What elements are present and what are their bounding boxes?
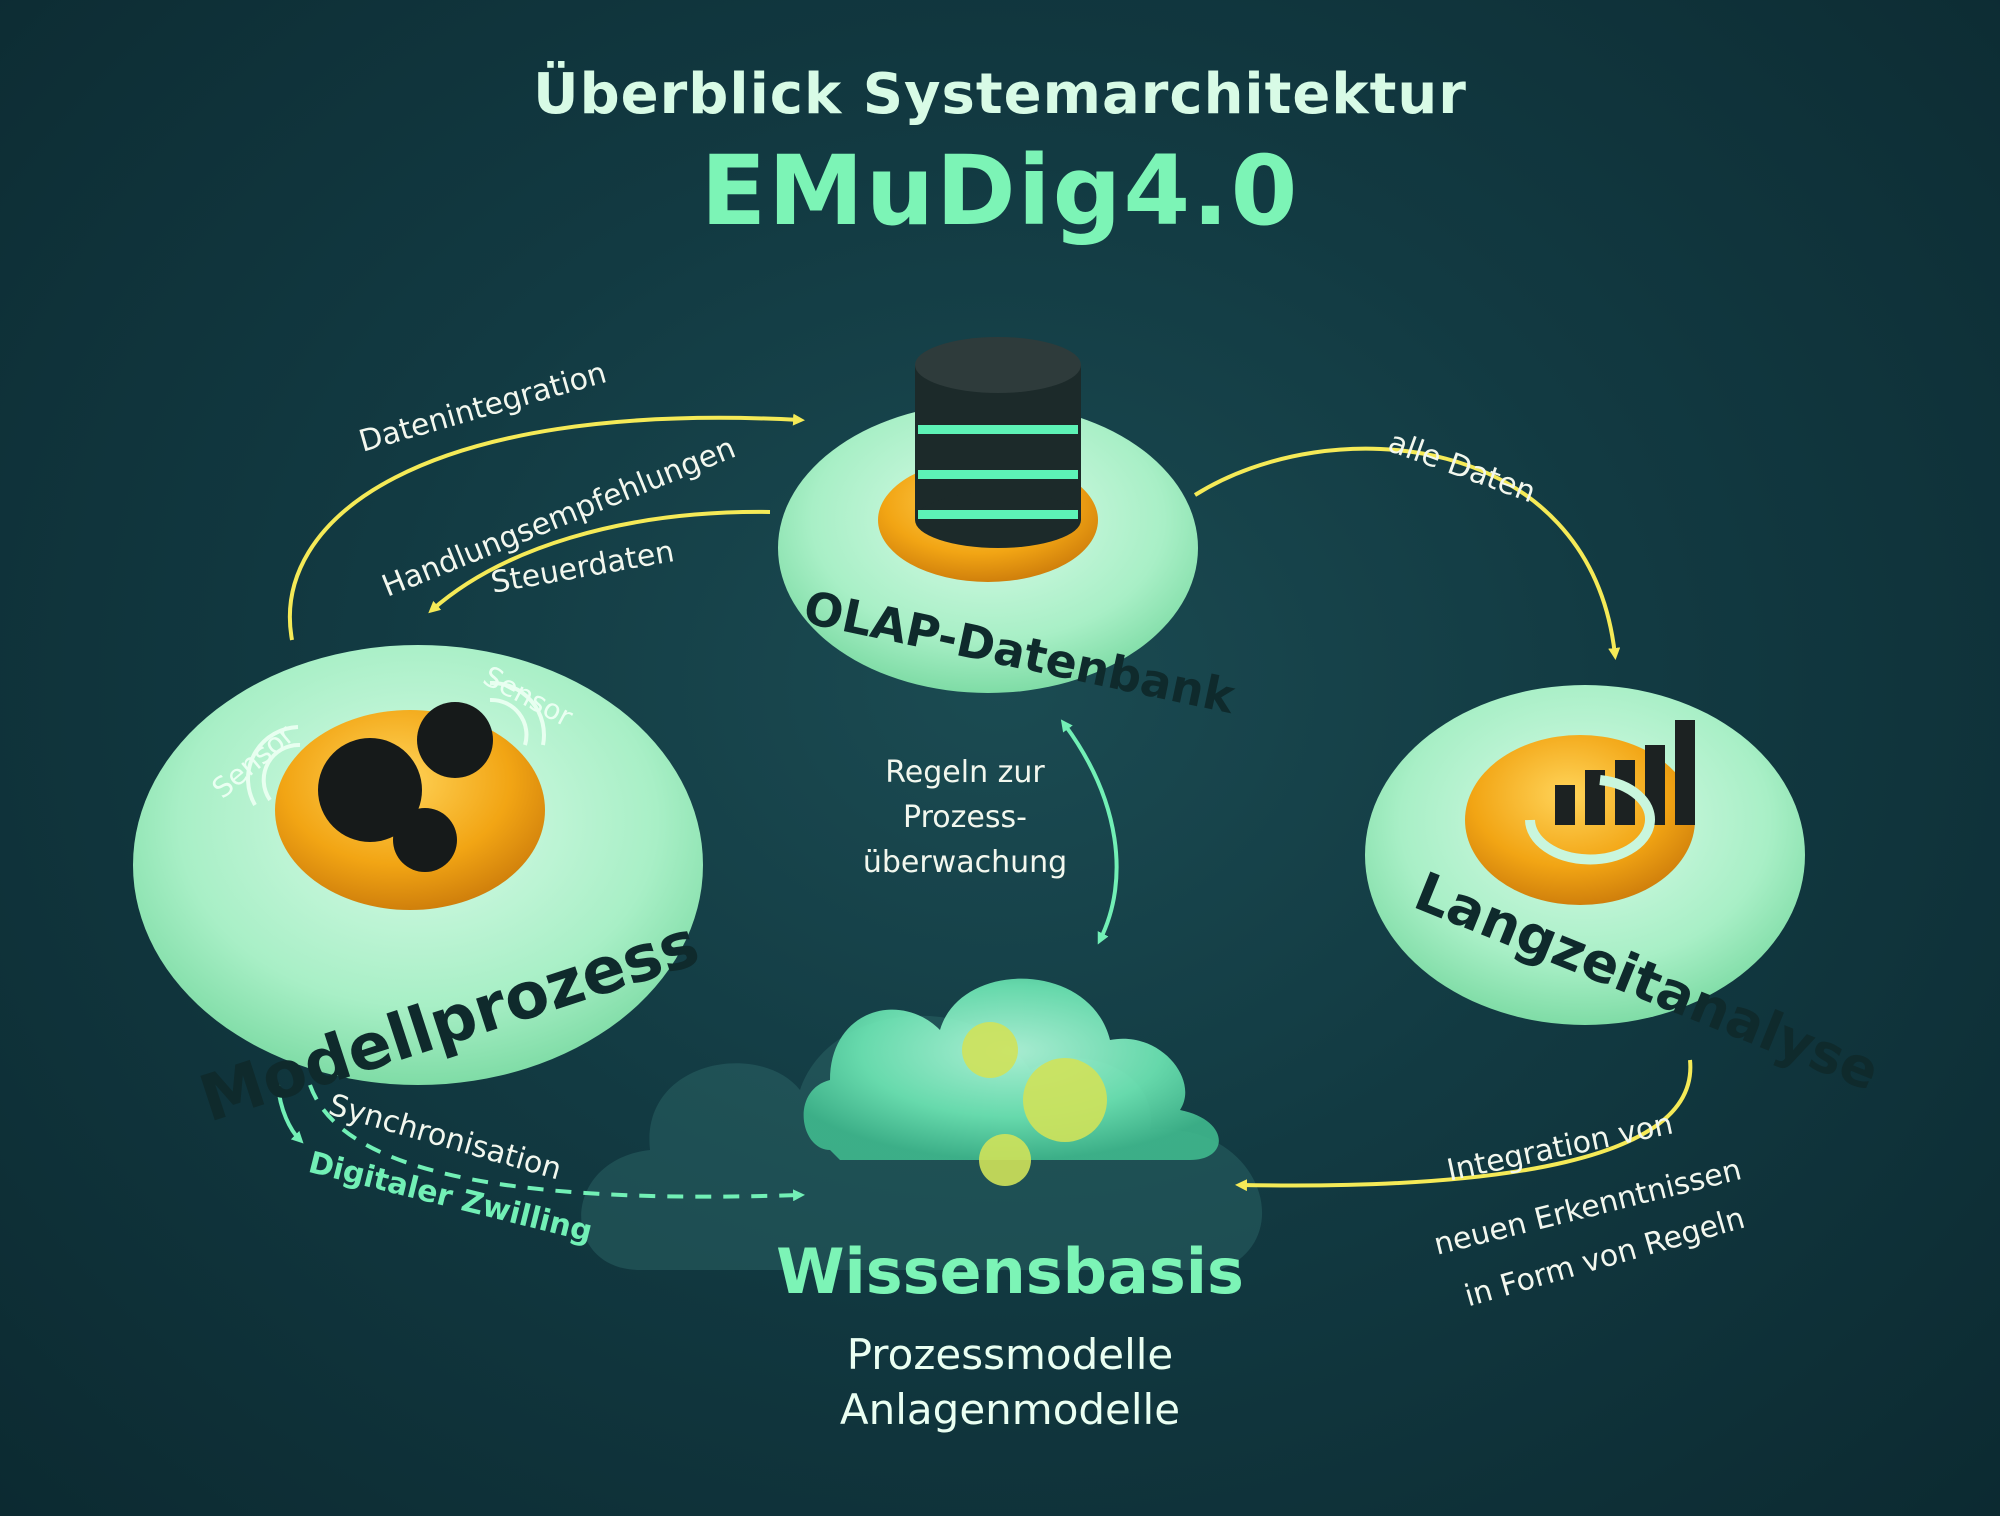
gear-icon — [1023, 1058, 1107, 1142]
bar-chart-icon — [1555, 720, 1695, 825]
wissensbasis-sub2: Anlagenmodelle — [839, 1385, 1181, 1434]
diagram-subtitle: Überblick Systemarchitektur — [533, 62, 1467, 127]
arrow-regeln — [1060, 719, 1119, 945]
wissensbasis-label: Wissensbasis — [776, 1235, 1244, 1308]
wissensbasis-sub1: Prozessmodelle — [846, 1330, 1174, 1379]
edge-label-regeln-2: Prozess- — [903, 800, 1027, 835]
arrow-integration — [1235, 1059, 1693, 1192]
database-icon — [915, 337, 1081, 548]
wissensbasis-cloud — [581, 978, 1263, 1270]
arrow-zwilling-start — [276, 1084, 304, 1144]
edge-label-regeln-1: Regeln zur — [885, 755, 1045, 790]
arrow-steuerdaten — [428, 509, 771, 614]
gear-icon — [979, 1134, 1031, 1186]
edge-label-regeln-3: überwachung — [862, 845, 1068, 880]
sensor-icon-right — [489, 680, 546, 746]
gear-icon — [393, 808, 457, 872]
arrow-datenintegration — [287, 413, 805, 641]
olap-node — [778, 337, 1198, 693]
sensor-icon-left — [246, 725, 301, 806]
langzeitanalyse-node — [1365, 685, 1805, 1025]
arrow-synchronisation — [308, 1084, 805, 1202]
gear-icon — [962, 1022, 1018, 1078]
gear-icon — [318, 738, 422, 842]
gear-icon — [417, 702, 493, 778]
diagram-title: EMuDig4.0 — [700, 135, 1300, 247]
arrow-alle-daten — [1193, 446, 1621, 660]
refresh-icon — [1525, 775, 1655, 865]
modellprozess-node — [133, 645, 703, 1085]
